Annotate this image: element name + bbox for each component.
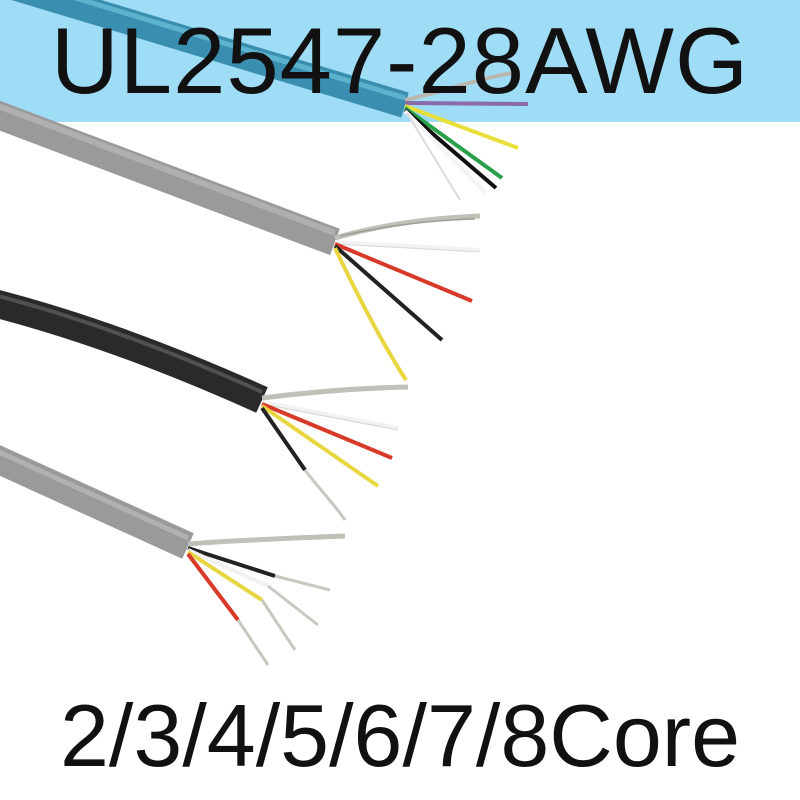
white-wire — [187, 548, 269, 588]
black-cable-jacket — [0, 290, 268, 413]
black-wire — [187, 546, 276, 578]
black-cable-highlight — [0, 294, 263, 394]
gray-upper-jacket — [0, 100, 340, 256]
shield-strands — [303, 469, 347, 521]
gray-lower-jacket — [0, 445, 194, 559]
shield-braid — [261, 384, 409, 401]
black-wire — [260, 406, 307, 472]
white-wire — [334, 240, 481, 252]
shield-braid — [187, 533, 346, 547]
gray-cable-upper — [0, 100, 481, 382]
gray-cable-lower — [0, 445, 346, 666]
green-wire — [403, 106, 504, 180]
black-cable — [0, 290, 409, 521]
blue-cable-jacket — [11, 0, 409, 118]
product-title: UL2547-28AWG — [50, 8, 750, 113]
shield-braid — [404, 70, 521, 102]
red-wire — [261, 402, 393, 460]
yellow-wire — [404, 104, 519, 150]
black-wire — [403, 108, 498, 190]
white-wire-outline — [406, 112, 461, 201]
purple-wire — [404, 101, 529, 106]
black-wire — [333, 244, 444, 342]
white-wire — [261, 400, 399, 430]
white-wire-outline — [334, 243, 481, 253]
gray-lower-highlight — [0, 449, 190, 541]
white-wire-outline — [261, 403, 399, 431]
white-wire — [403, 109, 488, 195]
blue-cable-highlight — [73, 0, 406, 101]
red-wire — [186, 552, 240, 622]
yellow-wire — [333, 247, 408, 382]
core-count-caption: 2/3/4/5/6/7/8Core — [59, 686, 741, 785]
bare-strands — [236, 574, 331, 666]
yellow-wire — [186, 550, 264, 602]
yellow-wire — [260, 404, 380, 488]
gray-upper-highlight — [0, 103, 337, 236]
shield-braid-detail — [339, 218, 476, 237]
red-wire — [334, 242, 473, 303]
blue-cable — [11, 0, 529, 201]
